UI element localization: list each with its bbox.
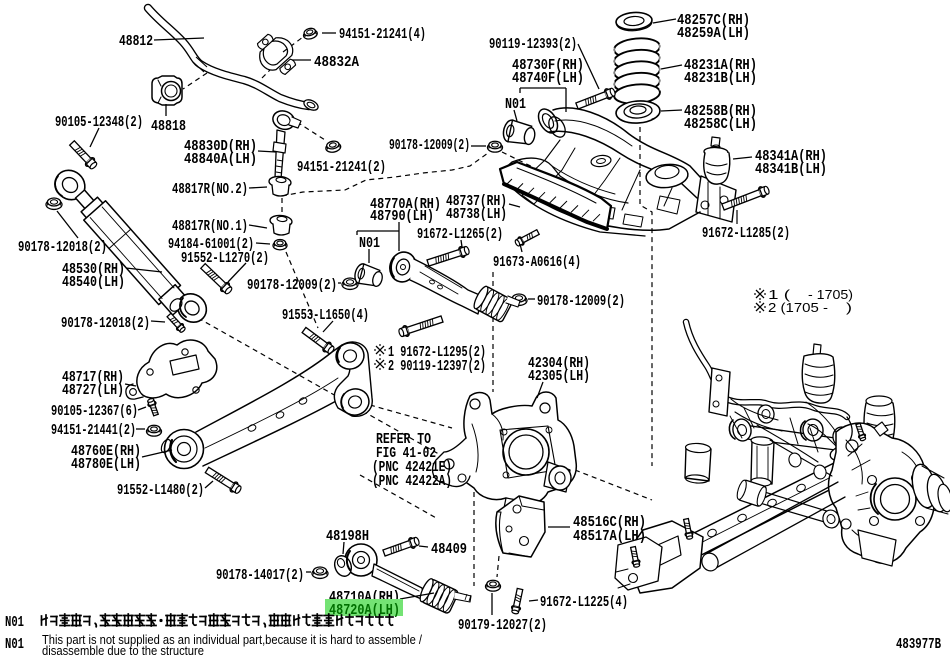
- svg-text:48717(RH): 48717(RH): [62, 369, 124, 386]
- svg-text:48530(RH): 48530(RH): [62, 261, 125, 278]
- svg-text:91552-L1270(2): 91552-L1270(2): [181, 250, 269, 267]
- svg-text:48730F(RH): 48730F(RH): [512, 57, 584, 74]
- svg-text:48341B(LH): 48341B(LH): [755, 161, 827, 178]
- svg-text:90178-12018(2): 90178-12018(2): [18, 239, 107, 256]
- svg-text:- 1705): - 1705): [808, 287, 853, 302]
- svg-text:FIG 41-02: FIG 41-02: [376, 445, 436, 462]
- svg-text:48817R(NO.2): 48817R(NO.2): [172, 181, 248, 198]
- svg-text:90179-12027(2): 90179-12027(2): [458, 617, 547, 634]
- svg-text:1 (: 1 (: [768, 287, 791, 302]
- svg-text:48720A(LH): 48720A(LH): [329, 602, 400, 619]
- svg-text:48409: 48409: [431, 541, 467, 558]
- svg-text:(PNC 42422A): (PNC 42422A): [372, 473, 452, 490]
- svg-text:48517A(LH): 48517A(LH): [573, 528, 646, 545]
- svg-text:48770A(RH): 48770A(RH): [370, 196, 441, 213]
- svg-text:48258B(RH): 48258B(RH): [684, 103, 757, 120]
- svg-text:90178-12009(2): 90178-12009(2): [389, 137, 470, 154]
- svg-text:2 (1705 -: 2 (1705 -: [768, 300, 828, 315]
- svg-text:48780E(LH): 48780E(LH): [71, 456, 141, 473]
- svg-text:94151-21241(2): 94151-21241(2): [297, 159, 386, 176]
- svg-text:91553-L1650(4): 91553-L1650(4): [282, 307, 369, 324]
- svg-text:94184-61001(2): 94184-61001(2): [168, 236, 254, 253]
- svg-text:REFER TO: REFER TO: [376, 431, 431, 448]
- svg-text:90178-12009(2): 90178-12009(2): [537, 293, 625, 310]
- svg-text:48231A(RH): 48231A(RH): [684, 57, 757, 74]
- svg-text:48818: 48818: [151, 118, 186, 135]
- svg-text:90119-12393(2): 90119-12393(2): [489, 36, 577, 53]
- svg-text:94151-21441(2): 94151-21441(2): [51, 422, 136, 439]
- svg-text:N01: N01: [5, 636, 24, 653]
- svg-text:90105-12367(6): 90105-12367(6): [51, 403, 138, 420]
- svg-text:): ): [846, 300, 852, 315]
- svg-text:N01: N01: [505, 96, 526, 113]
- svg-text:48830D(RH): 48830D(RH): [184, 138, 257, 155]
- svg-text:2 90119-12397(2): 2 90119-12397(2): [388, 358, 486, 375]
- svg-text:(PNC 42421E): (PNC 42421E): [372, 459, 452, 476]
- svg-text:48737(RH): 48737(RH): [446, 193, 507, 210]
- svg-text:48812: 48812: [119, 33, 153, 50]
- svg-text:90105-12348(2): 90105-12348(2): [55, 114, 143, 131]
- svg-text:1 91672-L1295(2): 1 91672-L1295(2): [388, 344, 486, 361]
- svg-text:48840A(LH): 48840A(LH): [184, 151, 257, 168]
- svg-text:48727(LH): 48727(LH): [62, 382, 124, 399]
- svg-text:91672-L1265(2): 91672-L1265(2): [417, 226, 503, 243]
- svg-text:48231B(LH): 48231B(LH): [684, 70, 757, 87]
- svg-text:48341A(RH): 48341A(RH): [755, 148, 827, 165]
- svg-text:48259A(LH): 48259A(LH): [677, 25, 750, 42]
- svg-text:N01: N01: [359, 235, 380, 252]
- svg-text:91672-L1225(4): 91672-L1225(4): [540, 594, 628, 611]
- svg-text:91672-L1285(2): 91672-L1285(2): [702, 225, 790, 242]
- svg-text:48817R(NO.1): 48817R(NO.1): [172, 218, 248, 235]
- svg-text:This part is not supplied as a: This part is not supplied as an individu…: [42, 633, 422, 647]
- svg-text:48832A: 48832A: [314, 54, 359, 71]
- svg-text:91552-L1480(2): 91552-L1480(2): [117, 482, 204, 499]
- svg-text:48516C(RH): 48516C(RH): [573, 514, 646, 531]
- svg-text:94151-21241(4): 94151-21241(4): [339, 26, 426, 43]
- svg-text:90178-12018(2): 90178-12018(2): [61, 315, 150, 332]
- svg-text:48740F(LH): 48740F(LH): [512, 70, 584, 87]
- svg-text:N01: N01: [5, 614, 24, 631]
- svg-text:42305(LH): 42305(LH): [528, 368, 590, 385]
- svg-text:90178-14017(2): 90178-14017(2): [216, 567, 304, 584]
- svg-text:48540(LH): 48540(LH): [62, 274, 125, 291]
- svg-text:48738(LH): 48738(LH): [446, 206, 507, 223]
- svg-text:48258C(LH): 48258C(LH): [684, 116, 757, 133]
- svg-text:483977B: 483977B: [896, 636, 941, 653]
- svg-text:48790(LH): 48790(LH): [370, 208, 434, 225]
- svg-text:48760E(RH): 48760E(RH): [71, 443, 141, 460]
- svg-text:disassemble due to the structu: disassemble due to the structure: [42, 644, 204, 656]
- svg-text:91673-A0616(4): 91673-A0616(4): [493, 254, 581, 271]
- svg-text:48257C(RH): 48257C(RH): [677, 12, 750, 29]
- svg-text:42304(RH): 42304(RH): [528, 355, 590, 372]
- svg-text:90178-12009(2): 90178-12009(2): [247, 277, 337, 294]
- svg-text:48198H: 48198H: [326, 528, 369, 545]
